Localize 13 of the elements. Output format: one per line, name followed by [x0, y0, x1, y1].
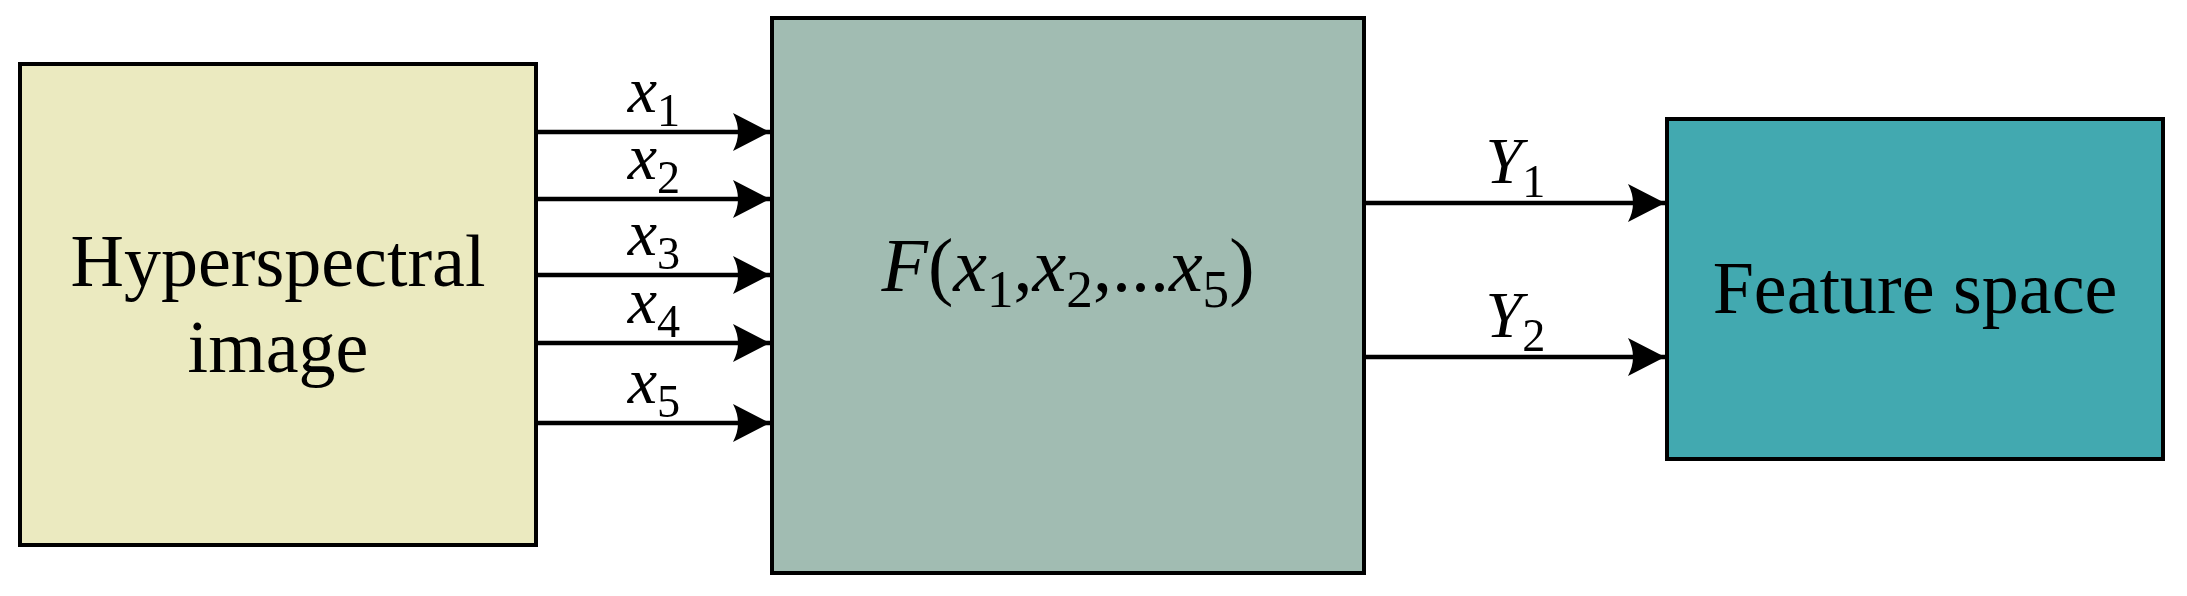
- edge-label: x$_{3}$: [627, 210, 681, 269]
- edge-label: Y$_{2}$: [1485, 292, 1546, 351]
- edge-label: x$_{1}$: [627, 67, 681, 126]
- process-box: [18, 62, 538, 547]
- edge-label: x$_{5}$: [627, 358, 681, 417]
- edge-label: x$_{2}$: [627, 134, 681, 193]
- node-label: Hyperspectral image: [69, 219, 487, 390]
- node-label: Feature space: [1712, 246, 2118, 332]
- node-label: F(x$_{1}$,x$_{2}$,...x$_{5}$): [881, 221, 1255, 312]
- edge-label: x$_{4}$: [627, 278, 681, 337]
- process-box: [770, 16, 1366, 575]
- edge-label: Y$_{1}$: [1485, 138, 1546, 197]
- process-box: [1665, 117, 2165, 461]
